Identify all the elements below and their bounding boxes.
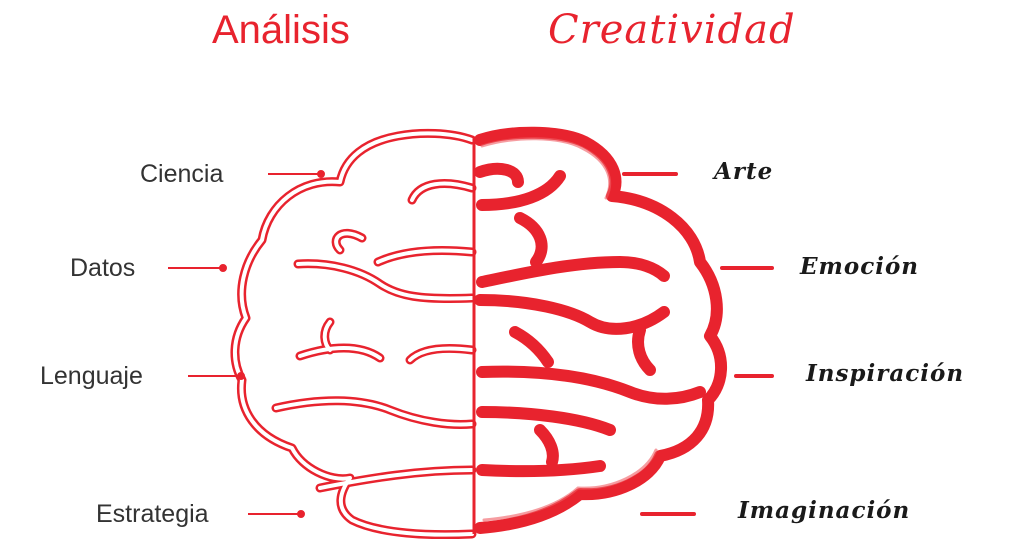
label-emocion: Emoción bbox=[800, 253, 920, 280]
left-hemisphere bbox=[230, 128, 477, 539]
left-fold-middle bbox=[293, 259, 477, 303]
left-fold-upper bbox=[331, 228, 477, 267]
right-fold-lower bbox=[476, 324, 706, 405]
left-hemisphere-inner bbox=[232, 131, 474, 537]
right-hemisphere bbox=[474, 126, 728, 534]
label-datos: Datos bbox=[70, 254, 136, 282]
label-estrategia: Estrategia bbox=[96, 500, 209, 528]
right-hemisphere-texture bbox=[480, 137, 658, 522]
analysis-title: Análisis bbox=[212, 8, 350, 52]
right-fold-top bbox=[474, 162, 566, 211]
label-lenguaje: Lenguaje bbox=[40, 362, 143, 390]
label-arte: Arte bbox=[714, 158, 774, 185]
creativity-title: Creatividad bbox=[548, 7, 796, 53]
label-inspiracion: Inspiración bbox=[806, 360, 965, 387]
right-fold-upper bbox=[476, 212, 670, 288]
label-ciencia: Ciencia bbox=[140, 160, 224, 188]
left-connectors bbox=[168, 170, 325, 518]
right-hemisphere-outline bbox=[474, 126, 728, 534]
label-imaginacion: Imaginación bbox=[738, 497, 911, 524]
right-fold-bottom bbox=[476, 406, 616, 478]
right-connectors bbox=[622, 172, 774, 516]
